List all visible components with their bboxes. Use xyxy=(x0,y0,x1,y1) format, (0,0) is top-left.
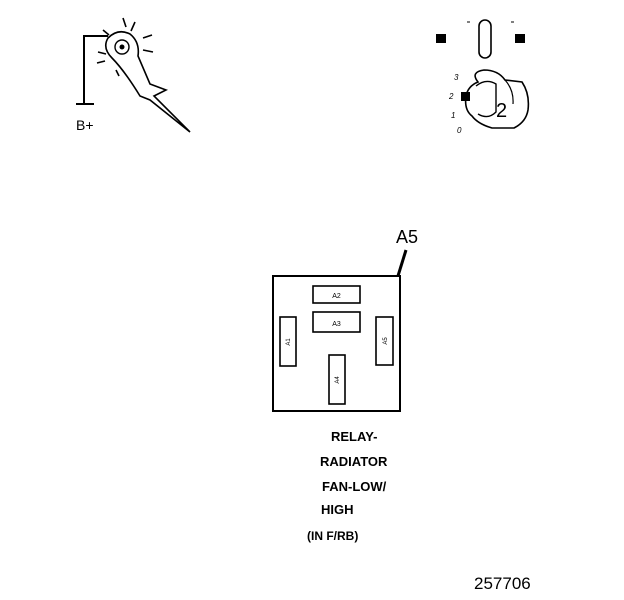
switch-position-labels: 3 2 1 0 xyxy=(448,73,462,135)
terminal-a2: A2 xyxy=(312,285,361,304)
terminal-a5: A5 xyxy=(375,316,394,366)
caption-line-1: RELAY- xyxy=(331,429,377,444)
caption-line-5: (IN F/RB) xyxy=(307,529,358,543)
caption-line-2: RADIATOR xyxy=(320,454,388,469)
terminal-a4-label: A4 xyxy=(335,376,341,384)
position-label-1: 1 xyxy=(451,111,455,120)
figure-number: 257706 xyxy=(474,574,531,593)
terminal-a2-label: A2 xyxy=(332,293,341,300)
caption-line-3: FAN-LOW/ xyxy=(322,479,387,494)
callout-label: A5 xyxy=(396,227,418,247)
position-indicator xyxy=(461,92,470,101)
terminal-a5-label: A5 xyxy=(383,337,389,345)
key-tab-right xyxy=(515,34,525,43)
key-slot-icon xyxy=(478,19,492,59)
relay-caption: RELAY- RADIATOR FAN-LOW/ HIGH (IN F/RB) xyxy=(307,429,388,543)
selected-position-label: 2 xyxy=(496,100,507,122)
position-label-0: 0 xyxy=(457,126,462,135)
ignition-switch: 3 2 1 0 2 xyxy=(436,19,530,135)
light-rays-icon xyxy=(96,17,154,77)
terminal-a3: A3 xyxy=(312,311,361,333)
key-tab-left xyxy=(436,34,446,43)
position-label-3: 3 xyxy=(454,73,459,82)
terminal-a4: A4 xyxy=(328,354,346,405)
caption-line-4: HIGH xyxy=(321,502,354,517)
position-label-2: 2 xyxy=(448,92,454,101)
terminal-a1-label: A1 xyxy=(286,338,292,346)
b-plus-wire xyxy=(83,35,108,104)
relay-block: A5 A2 A3 A1 A5 A4 xyxy=(272,227,418,412)
b-plus-label: B+ xyxy=(76,117,94,133)
test-light-probe xyxy=(104,30,191,133)
terminal-a1: A1 xyxy=(279,316,297,367)
test-light: B+ xyxy=(76,17,191,133)
terminal-a3-label: A3 xyxy=(332,321,341,328)
